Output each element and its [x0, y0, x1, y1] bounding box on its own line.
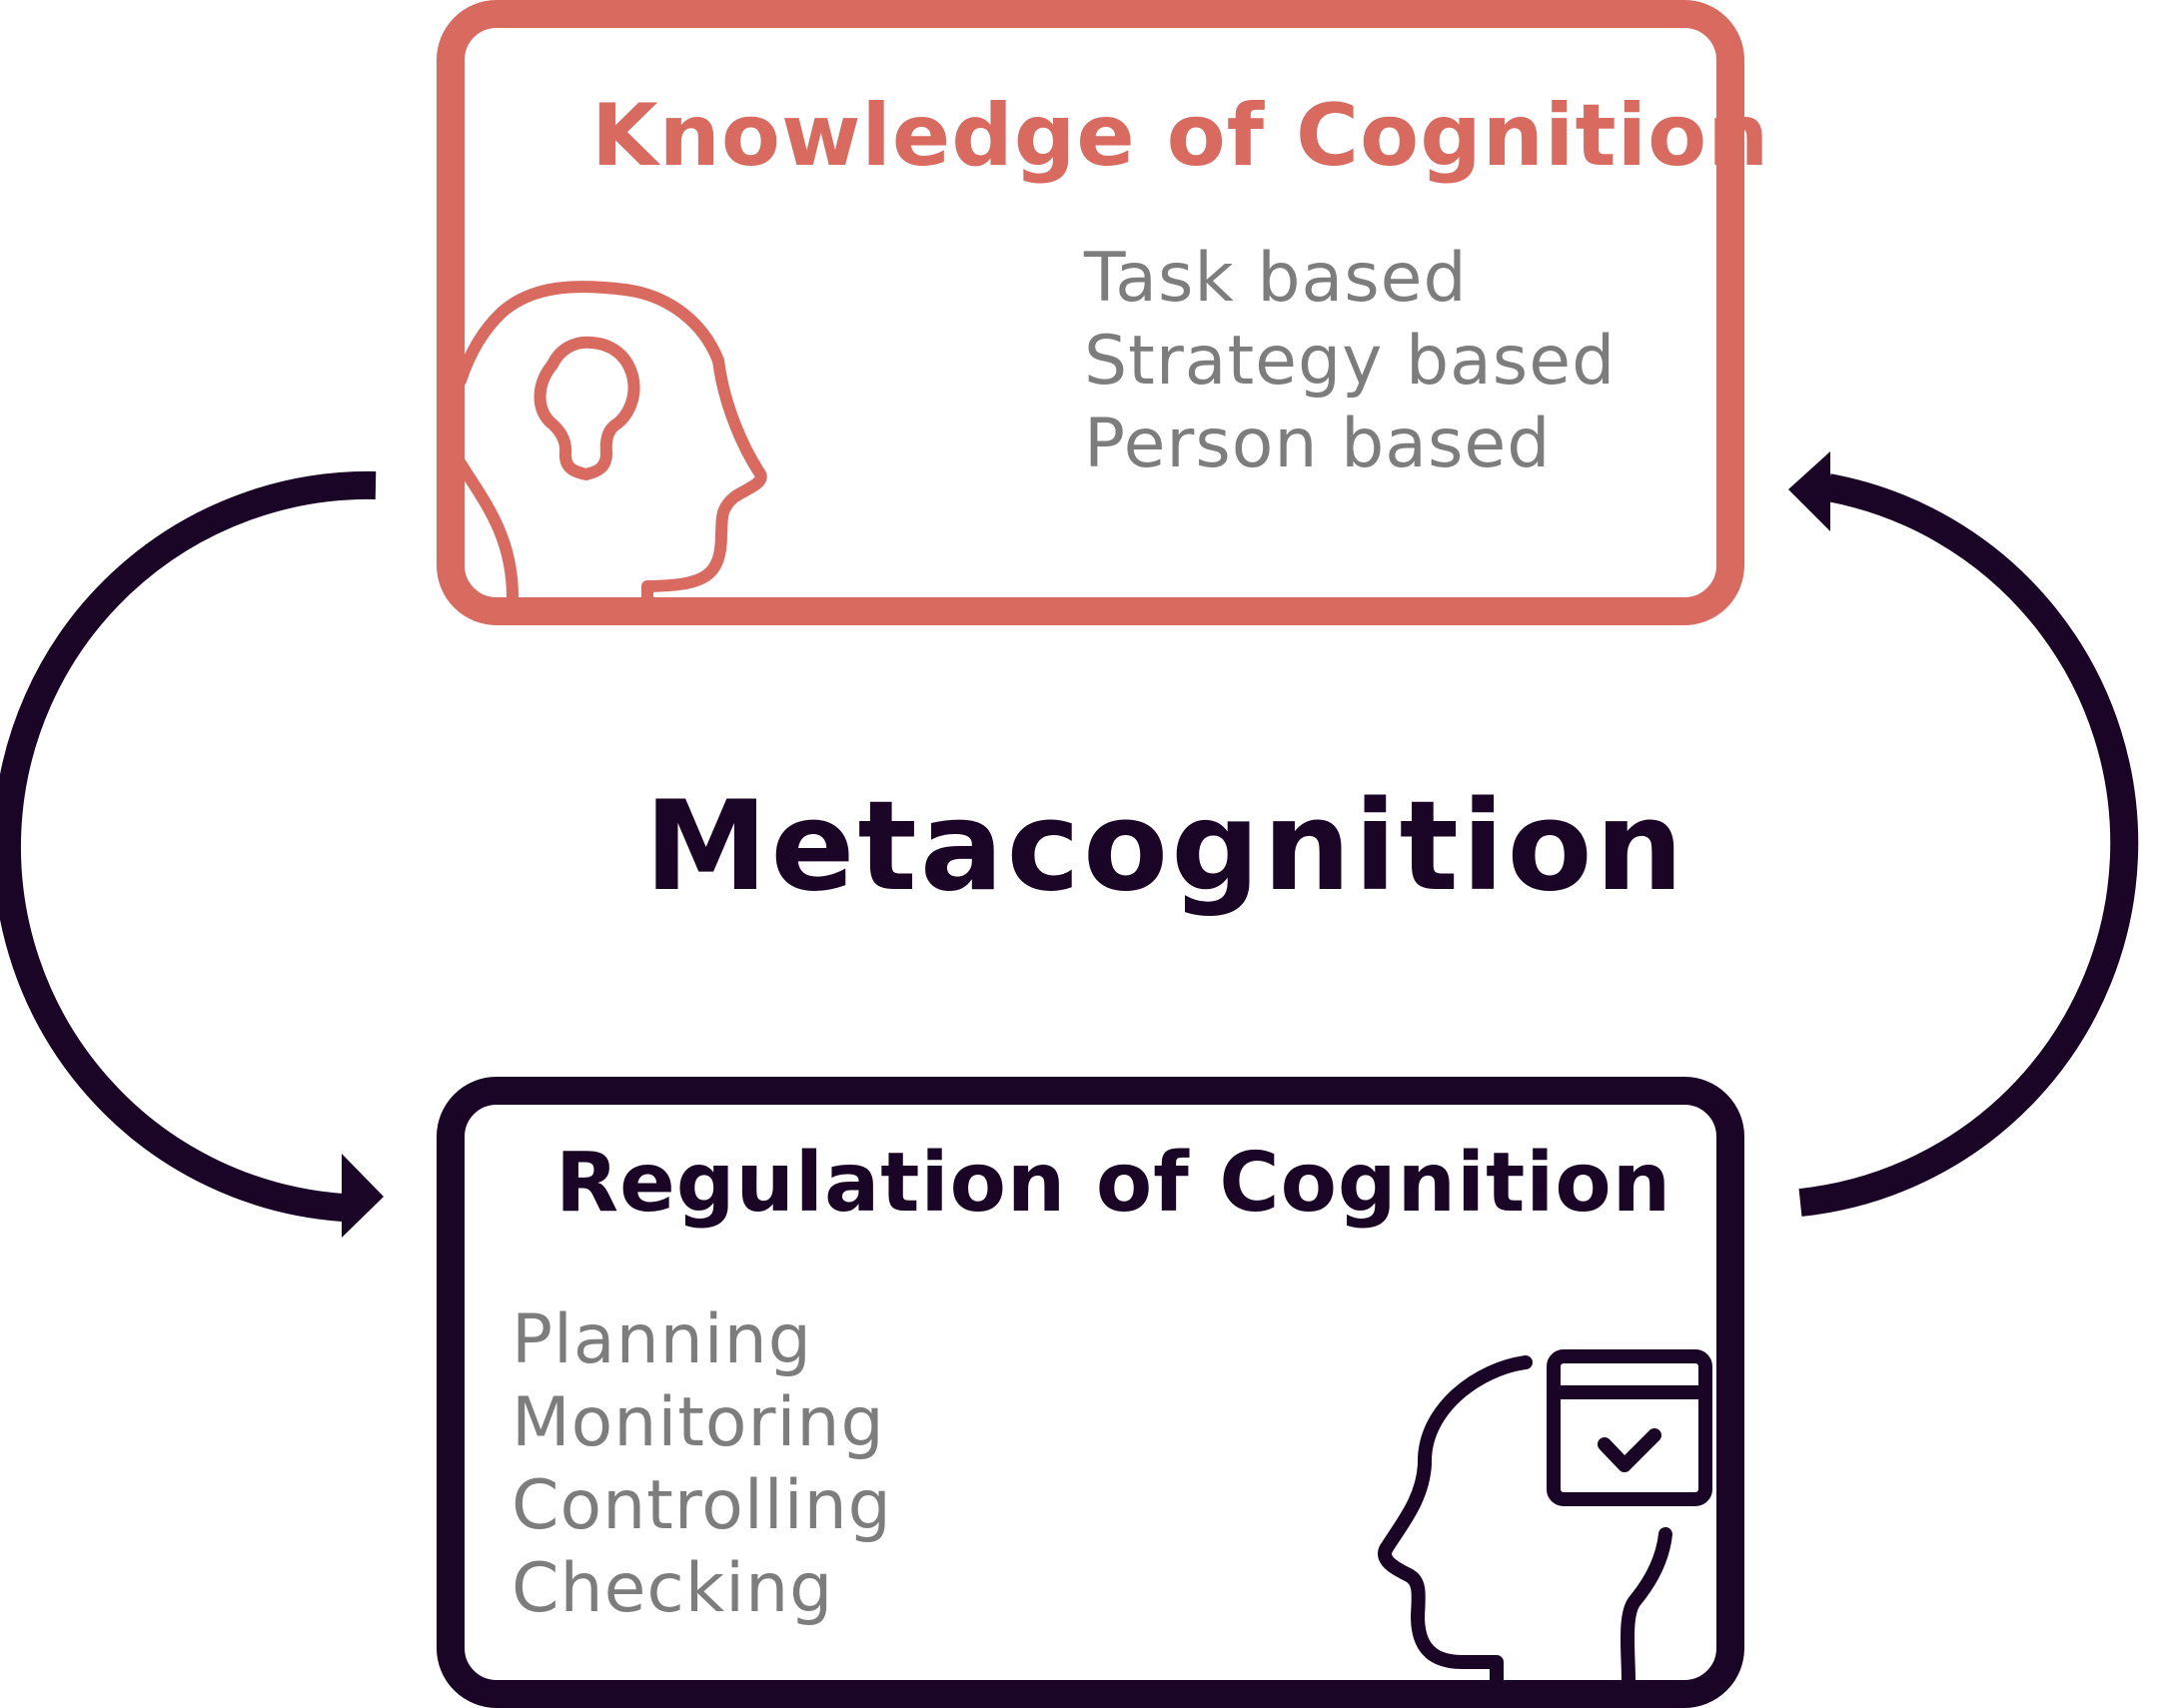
head-checklist-icon — [1378, 1349, 1712, 1687]
list-item: Controlling — [512, 1466, 892, 1545]
list-item: Strategy based — [1084, 322, 1617, 401]
cycle-arrow-left — [0, 470, 377, 1222]
knowledge-box — [437, 0, 1744, 625]
list-item: Checking — [512, 1549, 834, 1628]
knowledge-item-list: Task based Strategy based Person based — [1084, 237, 1616, 485]
list-item: Planning — [512, 1300, 812, 1379]
page-title: Metacognition — [644, 775, 1686, 919]
head-lightbulb-icon — [455, 281, 767, 603]
list-item: Task based — [1084, 239, 1468, 318]
knowledge-title: Knowledge of Cognition — [591, 86, 1770, 186]
regulation-box — [437, 1077, 1744, 1708]
regulation-title: Regulation of Cognition — [555, 1136, 1672, 1231]
list-item: Person based — [1084, 405, 1552, 483]
regulation-item-list: Planning Monitoring Controlling Checking — [512, 1298, 892, 1630]
list-item: Monitoring — [512, 1383, 885, 1462]
arrowhead-left-icon — [1788, 451, 1830, 531]
arrowhead-right-icon — [342, 1154, 384, 1238]
cycle-arrow-right — [1798, 473, 2139, 1217]
